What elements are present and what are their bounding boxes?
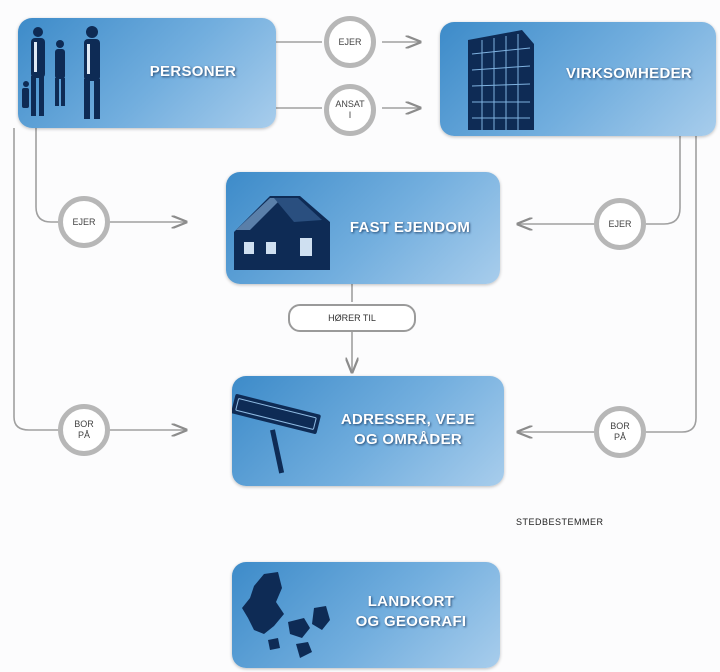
node-label: OG GEOGRAFI xyxy=(355,613,467,630)
relation-label: ANSAT xyxy=(335,99,365,109)
node-label: VIRKSOMHEDER xyxy=(565,65,693,82)
node-label: PERSONER xyxy=(149,63,237,80)
node-label: FAST EJENDOM xyxy=(349,219,471,236)
relation-bor-pa-left: BOR PÅ xyxy=(58,404,110,456)
street-sign-icon xyxy=(232,394,321,474)
relation-label: BOR xyxy=(74,419,94,429)
relation-ansat-i: ANSAT I xyxy=(324,84,376,136)
people-icon xyxy=(22,26,100,119)
relation-label: PÅ xyxy=(77,430,90,440)
relation-ejer-top: EJER xyxy=(324,16,376,68)
node-landkort: LANDKORT OG GEOGRAFI xyxy=(232,562,500,668)
relation-label: EJER xyxy=(338,36,362,47)
relation-bor-pa-right: BOR PÅ xyxy=(594,406,646,458)
denmark-map-icon xyxy=(242,572,330,658)
node-label: OG OMRÅDER xyxy=(354,431,462,448)
relation-label: EJER xyxy=(608,218,632,229)
relation-label: BOR xyxy=(610,421,630,431)
relation-label: I xyxy=(348,110,352,120)
relation-horer-til: HØRER TIL xyxy=(288,304,416,332)
building-icon xyxy=(468,30,534,130)
stedbestemmer-label: STEDBESTEMMER xyxy=(516,517,604,527)
node-virksomheder: VIRKSOMHEDER xyxy=(440,22,716,136)
node-fast-ejendom: FAST EJENDOM xyxy=(226,172,500,284)
relation-label: EJER xyxy=(72,216,96,227)
node-personer: PERSONER xyxy=(18,18,276,128)
relation-ejer-left: EJER xyxy=(58,196,110,248)
relation-label: HØRER TIL xyxy=(328,313,376,323)
house-icon xyxy=(234,196,330,270)
relation-ejer-right: EJER xyxy=(594,198,646,250)
node-label: LANDKORT xyxy=(367,593,455,610)
relation-label: PÅ xyxy=(613,432,626,442)
node-adresser: ADRESSER, VEJE OG OMRÅDER xyxy=(232,376,504,486)
node-label: ADRESSER, VEJE xyxy=(340,411,476,428)
